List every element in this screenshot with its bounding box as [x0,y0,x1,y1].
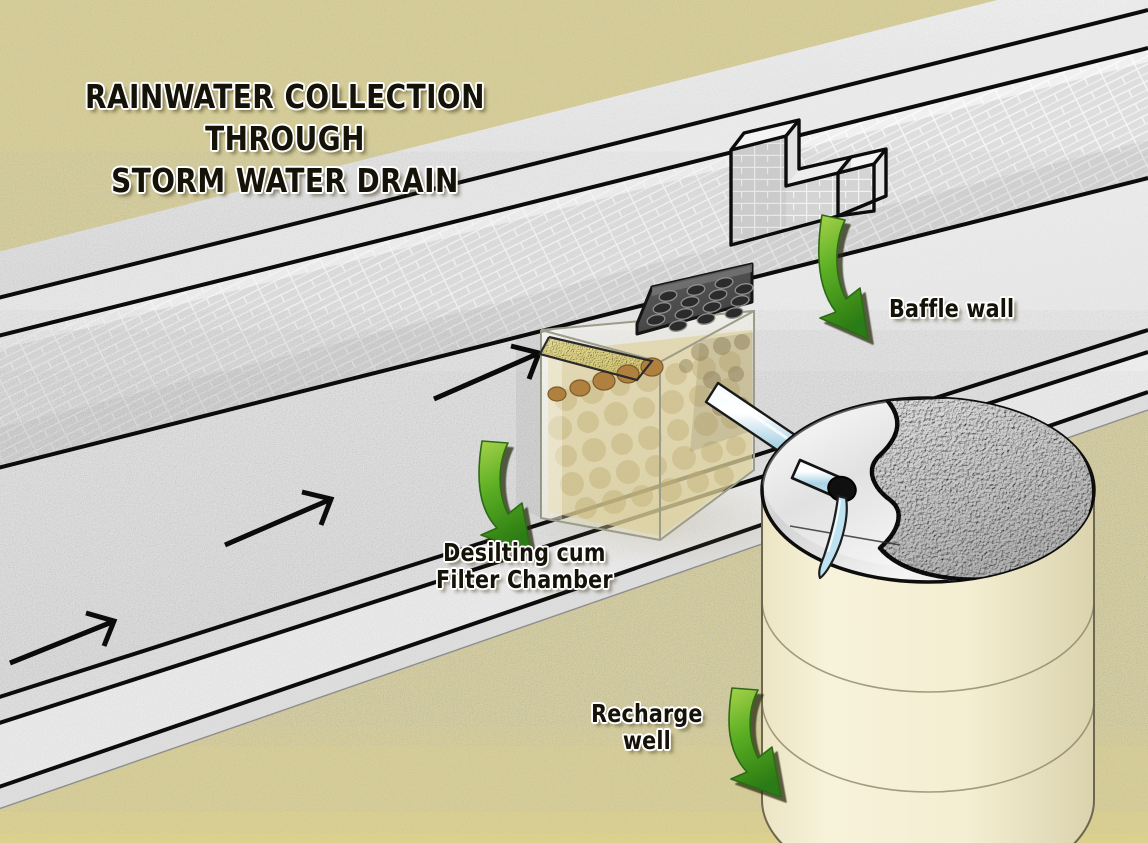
flow-arrow [9,610,118,666]
callout-arrows [478,214,869,798]
well-water-line [789,525,901,546]
baffle-wall [729,118,888,247]
baffle-wall-arrow [817,214,869,340]
chamber-sand-layer [538,335,664,402]
drain-edge-farwall-inner-top [0,46,1148,338]
baffle-wall-top-cap-mid [786,157,851,186]
recharge-well-arrow [728,687,782,798]
flow-arrows [9,343,543,666]
label-baffle-wall: Baffle wall [889,294,1015,323]
drain-far-wall-top [0,10,1148,336]
grate-holes [646,277,754,332]
label-filter-chamber: Desilting cum Filter Chamber [436,538,613,594]
page-title: RAINWATER COLLECTION THROUGH STORM WATER… [85,77,485,201]
flow-arrow [224,489,335,548]
well-inlet [790,458,857,580]
drain-edge-farwall-bottom [0,176,1148,470]
chamber-edges [540,309,755,542]
filter-chamber [516,262,790,566]
well-ring-seams [761,599,1095,793]
recharge-well [760,396,1096,843]
drain-edge-top [0,8,1148,300]
drain-far-wall-inner-brick [0,48,1148,468]
baffle-wall-side-high [786,120,799,186]
filter-chamber-arrow [478,440,532,554]
well-body [762,490,1094,843]
drain-far-outer-face [0,0,1148,298]
label-recharge-well: Recharge well [591,699,703,755]
baffle-wall-top-cap-high [731,120,799,150]
flow-arrow [432,343,543,402]
chamber-grate [635,262,754,336]
